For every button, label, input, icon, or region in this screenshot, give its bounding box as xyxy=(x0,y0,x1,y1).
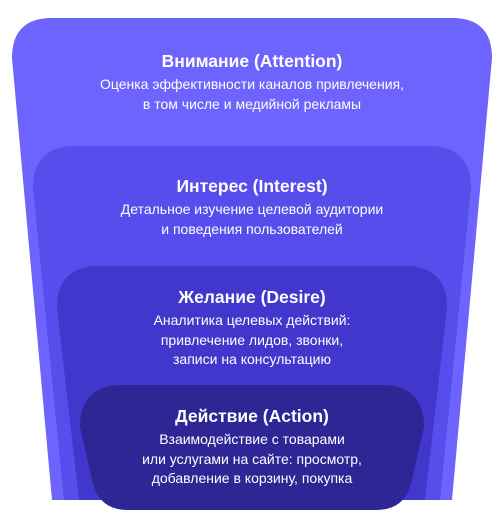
stage-description-line: добавление в корзину, покупка xyxy=(151,470,353,486)
funnel-stage-action-shape xyxy=(80,385,424,510)
stage-description-line: Аналитика целевых действий: xyxy=(153,312,351,328)
stage-title-interest: Интерес (Interest) xyxy=(176,176,328,196)
funnel-stage-desire: Желание (Desire) Аналитика целевых дейст… xyxy=(0,286,504,370)
stage-description-line: или услугами на сайте: просмотр, xyxy=(142,450,362,467)
stage-description-line: записи на консультацию xyxy=(173,351,331,367)
stage-description-action: Взаимодействие с товарами или услугами н… xyxy=(0,430,504,489)
stage-description-line: Детальное изучение целевой аудитории xyxy=(120,201,384,217)
stage-description-attention: Оценка эффективности каналов привлечения… xyxy=(0,75,504,114)
funnel-stage-attention: Внимание (Attention) Оценка эффективност… xyxy=(0,50,504,114)
stage-title-action: Действие (Action) xyxy=(175,406,329,426)
funnel-stage-action: Действие (Action) Взаимодействие с товар… xyxy=(0,405,504,489)
stage-description-desire: Аналитика целевых действий: привлечение … xyxy=(0,311,504,370)
funnel-stage-interest: Интерес (Interest) Детальное изучение це… xyxy=(0,175,504,239)
stage-description-line: Оценка эффективности каналов привлечения… xyxy=(99,76,404,92)
stage-title-desire: Желание (Desire) xyxy=(178,287,326,307)
stage-description-line: в том числе и медийной рекламы xyxy=(142,95,362,112)
stage-description-line: Взаимодействие с товарами xyxy=(159,431,345,447)
stage-description-interest: Детальное изучение целевой аудитории и п… xyxy=(0,200,504,239)
stage-title-attention: Внимание (Attention) xyxy=(161,51,343,71)
stage-description-line: и поведения пользователей xyxy=(161,220,343,237)
stage-description-line: привлечение лидов, звонки, xyxy=(160,331,344,348)
